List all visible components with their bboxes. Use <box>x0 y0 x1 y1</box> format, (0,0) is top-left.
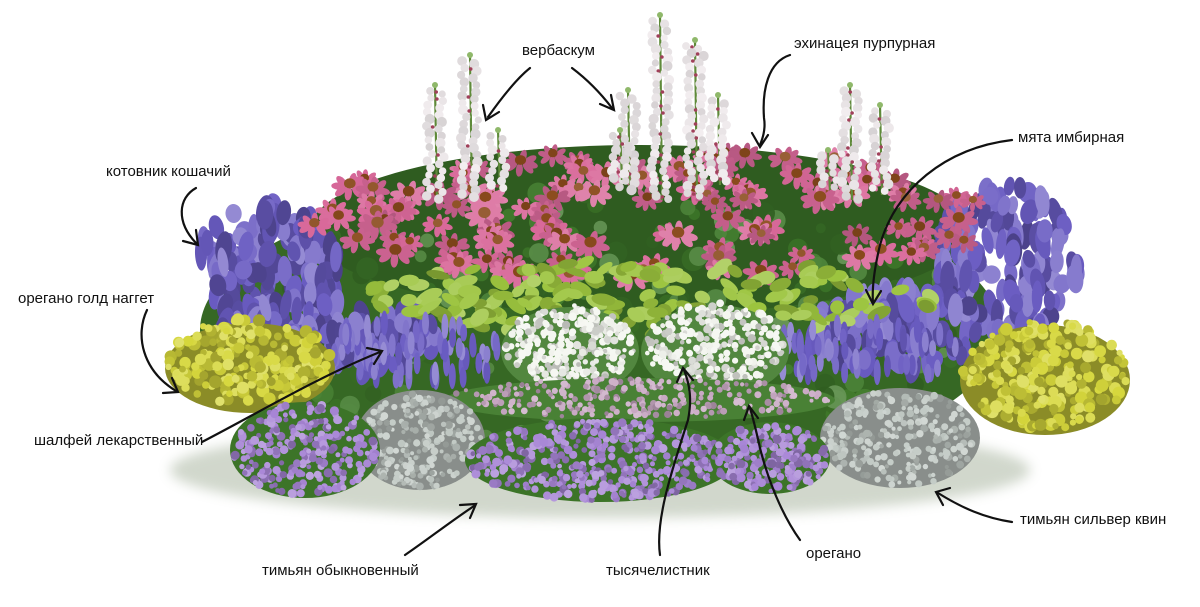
arrow-verbascum-left <box>481 66 532 122</box>
label-ginger-mint: мята имбирная <box>1018 129 1125 146</box>
verbascum-plants <box>421 12 894 204</box>
leader-arrows <box>140 53 1014 557</box>
oregano-plants <box>445 376 835 422</box>
label-oregano: орегано <box>806 545 862 562</box>
arrow-catmint <box>180 186 200 247</box>
yarrow-plants <box>501 299 789 397</box>
arrow-thyme-silver <box>934 486 1014 524</box>
arrow-thyme-common <box>403 502 478 557</box>
label-oregano-gold-nugget: орегано голд наггет <box>18 290 155 307</box>
label-verbascum: вербаскум <box>522 42 595 59</box>
sage-plants <box>299 310 959 390</box>
arrow-mint <box>864 138 1014 307</box>
arrow-oregano-gold <box>140 308 180 395</box>
label-yarrow: тысячелистник <box>606 562 710 579</box>
arrow-sage <box>200 346 384 444</box>
arrow-yarrow <box>658 365 695 557</box>
label-sage: шалфей лекарственный <box>34 432 204 449</box>
arrow-verbascum-right <box>570 66 616 112</box>
oregano-gold-nugget-plants <box>164 313 1130 435</box>
label-echinacea: эхинацея пурпурная <box>794 35 936 52</box>
arrow-oregano <box>742 403 802 542</box>
arrow-echinacea <box>750 53 792 150</box>
label-common-thyme: тимьян обыкновенный <box>262 562 419 579</box>
label-catmint: котовник кошачий <box>106 163 231 180</box>
common-thyme-plants <box>230 401 830 503</box>
label-thyme-silver-queen: тимьян сильвер квин <box>1020 511 1167 528</box>
